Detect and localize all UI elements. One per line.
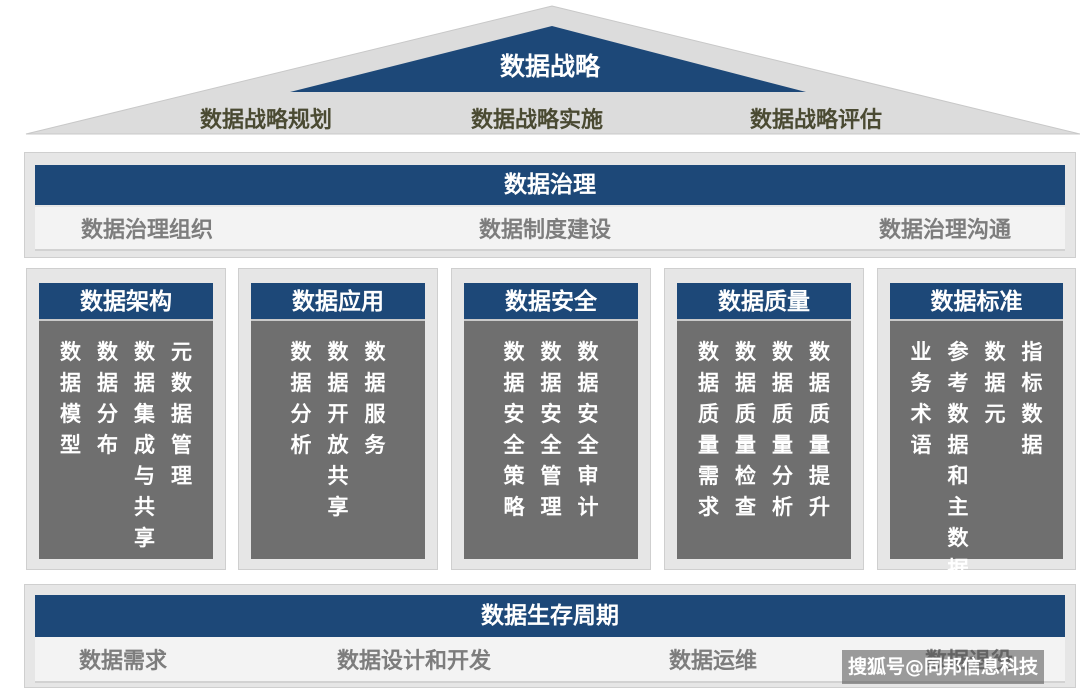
pillar-column: 数据安全策略	[503, 340, 525, 519]
lifecycle-item-requirement: 数据需求	[79, 649, 168, 674]
pillar-column: 数据开放共享	[327, 340, 349, 519]
pillar-column: 数据分析	[290, 340, 312, 457]
pillar-column: 数据元	[984, 340, 1006, 426]
strategy-item-evaluation: 数据战略评估	[749, 108, 882, 133]
pillar-column: 指标数据	[1021, 340, 1043, 457]
strategy-roof: 数据战略 数据战略规划 数据战略实施 数据战略评估	[0, 0, 1080, 140]
pillar-application-body: 数据应用 数据分析 数据开放共享 数据服务	[251, 283, 425, 559]
pillar-quality: 数据质量 数据质量需求 数据质量检查 数据质量分析 数据质量提升	[664, 268, 864, 570]
pillar-architecture-title: 数据架构	[39, 283, 213, 321]
pillar-application-title: 数据应用	[251, 283, 425, 321]
roof-shape	[25, 5, 1080, 135]
pillar-security-title: 数据安全	[464, 283, 638, 321]
pillar-column: 数据服务	[364, 340, 386, 457]
pillar-column: 数据质量需求	[698, 340, 719, 519]
governance-title: 数据治理	[35, 165, 1065, 205]
lifecycle-band: 数据生存周期 数据需求 数据设计和开发 数据运维 数据退役	[24, 584, 1076, 688]
watermark: 搜狐号@同邦信息科技	[842, 650, 1045, 684]
pillar-security-columns: 数据安全策略 数据安全管理 数据安全审计	[464, 337, 638, 553]
pillar-column: 数据分布	[97, 340, 118, 457]
governance-item-organization: 数据治理组织	[81, 218, 214, 243]
pillar-column: 数据质量分析	[772, 340, 793, 519]
pillar-column: 数据集成与共享	[134, 340, 155, 550]
pillar-security: 数据安全 数据安全策略 数据安全管理 数据安全审计	[451, 268, 651, 570]
governance-item-system: 数据制度建设	[479, 218, 612, 243]
pillar-architecture-columns: 数据模型 数据分布 数据集成与共享 元数据管理	[39, 337, 213, 553]
pillar-column: 数据质量提升	[809, 340, 830, 519]
pillar-architecture: 数据架构 数据模型 数据分布 数据集成与共享 元数据管理	[26, 268, 226, 570]
pillar-standard-columns: 业务术语 参考数据和主数据 数据元 指标数据	[890, 337, 1063, 581]
pillar-column: 数据安全审计	[577, 340, 599, 519]
pillar-column: 参考数据和主数据	[947, 340, 969, 581]
governance-band: 数据治理 数据治理组织 数据制度建设 数据治理沟通	[24, 152, 1076, 258]
lifecycle-item-operation: 数据运维	[669, 649, 758, 674]
pillar-application-columns: 数据分析 数据开放共享 数据服务	[251, 337, 425, 553]
pillar-quality-body: 数据质量 数据质量需求 数据质量检查 数据质量分析 数据质量提升	[677, 283, 851, 559]
pillar-standard-body: 数据标准 业务术语 参考数据和主数据 数据元 指标数据	[890, 283, 1063, 581]
governance-items: 数据治理组织 数据制度建设 数据治理沟通	[35, 207, 1065, 251]
pillar-column: 元数据管理	[171, 340, 192, 488]
pillar-application: 数据应用 数据分析 数据开放共享 数据服务	[238, 268, 438, 570]
pillar-standard-title: 数据标准	[890, 283, 1063, 321]
lifecycle-title: 数据生存周期	[35, 595, 1065, 637]
pillar-security-body: 数据安全 数据安全策略 数据安全管理 数据安全审计	[464, 283, 638, 559]
strategy-title: 数据战略	[499, 52, 600, 81]
strategy-item-planning: 数据战略规划	[199, 108, 332, 133]
lifecycle-item-design: 数据设计和开发	[337, 649, 492, 674]
pillar-column: 数据模型	[60, 340, 81, 457]
governance-item-communication: 数据治理沟通	[879, 218, 1012, 243]
pillar-column: 数据安全管理	[540, 340, 562, 519]
pillar-standard: 数据标准 业务术语 参考数据和主数据 数据元 指标数据	[877, 268, 1076, 581]
strategy-item-implementation: 数据战略实施	[470, 108, 603, 133]
pillar-column: 业务术语	[910, 340, 932, 457]
pillar-quality-title: 数据质量	[677, 283, 851, 321]
pillar-quality-columns: 数据质量需求 数据质量检查 数据质量分析 数据质量提升	[677, 337, 851, 553]
pillar-column: 数据质量检查	[735, 340, 756, 519]
pillar-architecture-body: 数据架构 数据模型 数据分布 数据集成与共享 元数据管理	[39, 283, 213, 559]
